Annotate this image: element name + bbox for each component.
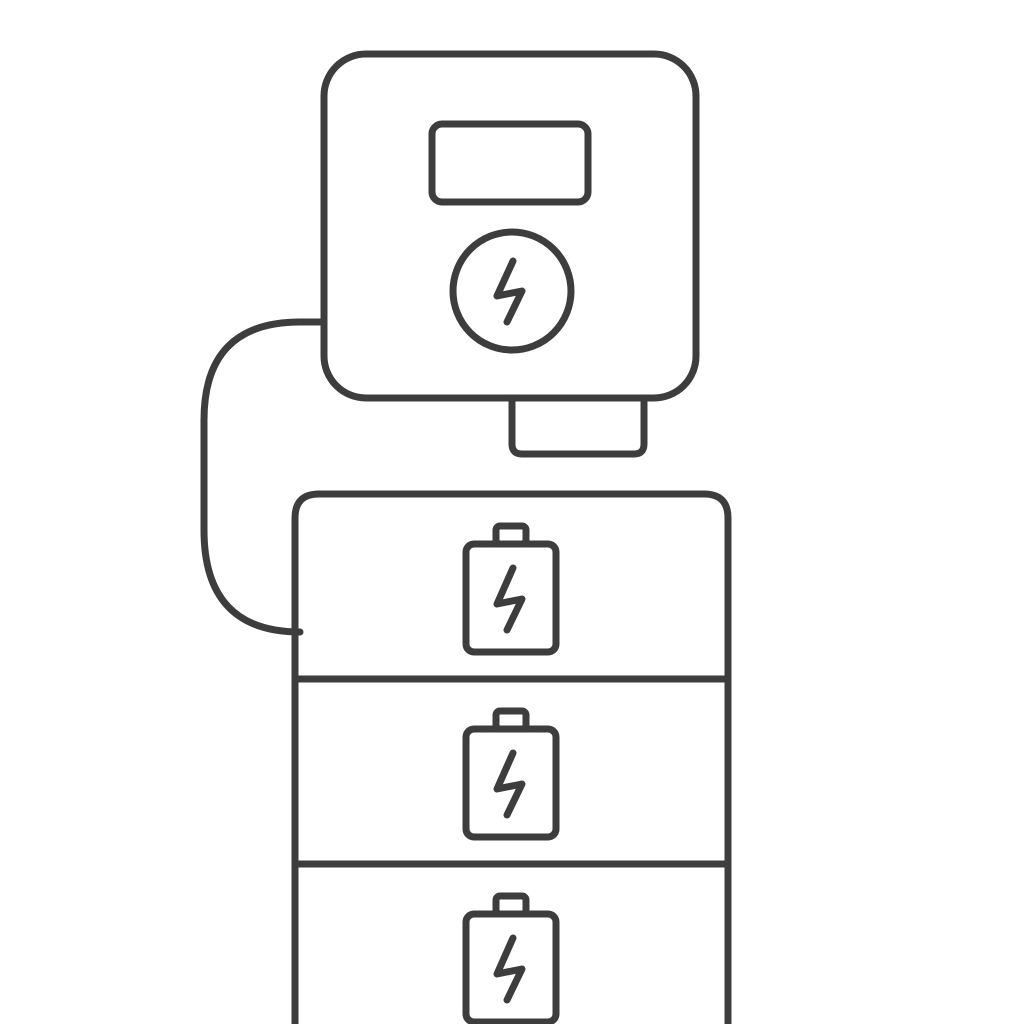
battery-module [462,522,560,656]
battery-terminal [492,522,530,548]
battery-stack [291,490,732,1024]
inverter-unit [320,50,700,402]
battery-terminal [492,892,530,918]
inverter-connector [508,396,648,458]
battery-charging-icon [493,564,526,634]
connection-cable [200,318,328,636]
battery-charging-icon [493,934,526,1004]
inverter-power-circle [449,228,575,354]
inverter-housing [320,50,700,402]
battery-stack-frame [291,490,732,1024]
inverter-display [428,120,592,206]
battery-module [462,707,560,841]
lightning-bolt-icon [493,257,526,326]
battery-module [462,892,560,1024]
battery-terminal [492,707,530,733]
battery-charging-icon [493,749,526,819]
